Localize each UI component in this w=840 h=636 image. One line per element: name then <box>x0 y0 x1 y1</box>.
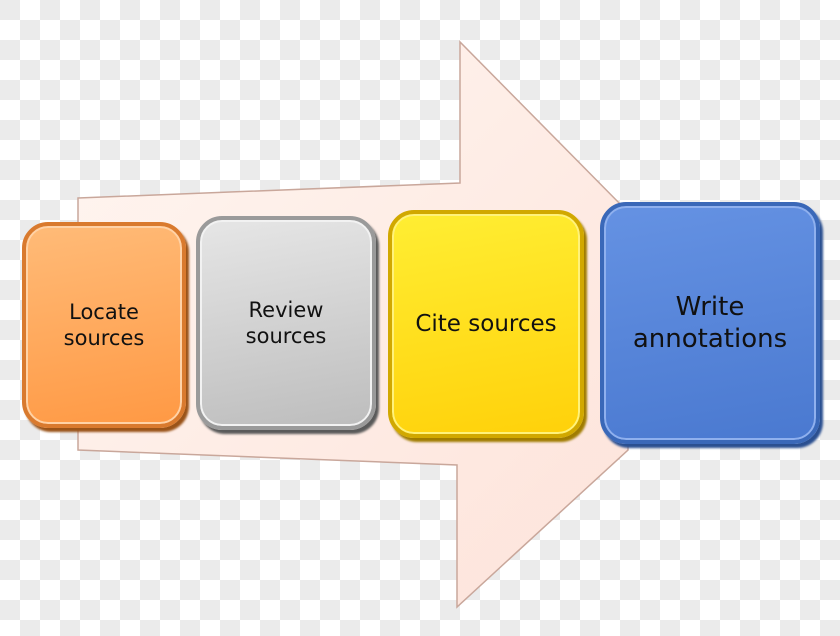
step-label: Write annotations <box>632 291 788 355</box>
step-label: Cite sources <box>415 310 557 337</box>
step-cite-sources: Cite sources <box>388 210 584 438</box>
step-write-annotations: Write annotations <box>600 202 820 444</box>
step-locate-sources: Locate sources <box>22 222 186 428</box>
step-label: Locate sources <box>63 299 145 350</box>
step-review-sources: Review sources <box>196 216 376 430</box>
step-label: Review sources <box>245 297 327 348</box>
